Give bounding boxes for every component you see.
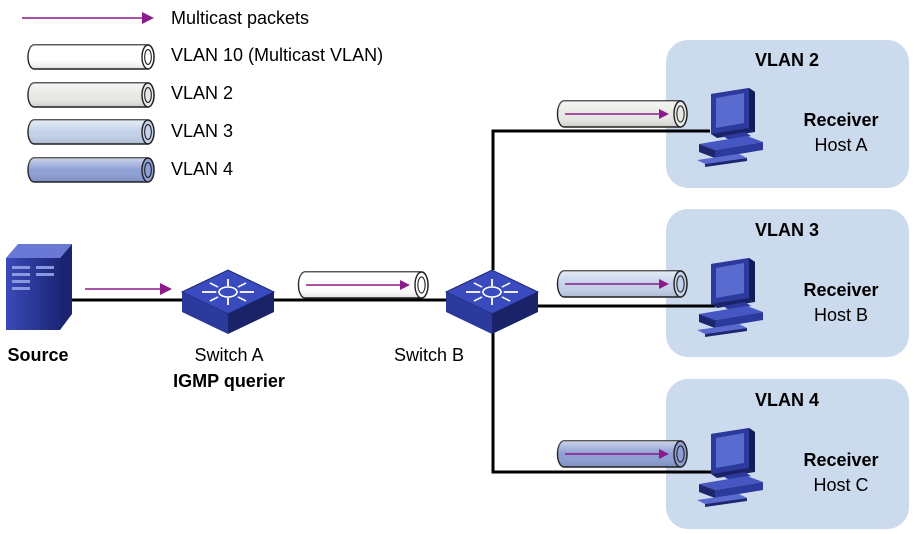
legend-label-vlan3: VLAN 3: [171, 121, 233, 141]
legend-pipe-vlan2-icon: [27, 82, 155, 108]
legend: Multicast packets VLAN 10 (Multicast VLA…: [22, 8, 383, 183]
legend-label-multicast: Multicast packets: [171, 8, 309, 28]
link-switch-b-host-a: [491, 129, 710, 270]
source-label: Source: [7, 345, 68, 365]
links: [70, 129, 715, 474]
legend-label-vlan2: VLAN 2: [171, 83, 233, 103]
legend-pipe-vlan10-icon: [27, 44, 155, 70]
legend-label-vlan10: VLAN 10 (Multicast VLAN): [171, 45, 383, 65]
switch-a-role-label: IGMP querier: [173, 371, 285, 391]
host-b-role: Receiver: [803, 280, 878, 300]
vlan2-title: VLAN 2: [755, 50, 819, 70]
host-c-label: Host C: [813, 475, 868, 495]
pipe-vlan10-icon: [297, 271, 429, 299]
server-icon: [6, 244, 72, 330]
host-b-computer-icon: [697, 258, 763, 337]
host-a-computer-icon: [697, 88, 763, 167]
host-b-label: Host B: [814, 305, 868, 325]
host-c-computer-icon: [697, 428, 763, 507]
switch-a-label: Switch A: [194, 345, 263, 365]
host-c-role: Receiver: [803, 450, 878, 470]
legend-label-vlan4: VLAN 4: [171, 159, 233, 179]
packet-arrow-source: [85, 283, 172, 295]
vlan3-title: VLAN 3: [755, 220, 819, 240]
host-a-label: Host A: [814, 135, 867, 155]
host-a-role: Receiver: [803, 110, 878, 130]
legend-pipe-vlan4-icon: [27, 157, 155, 183]
legend-pipe-vlan3-icon: [27, 119, 155, 145]
pipe-vlan4-icon: [556, 440, 688, 468]
switch-b-icon: [444, 269, 540, 334]
switch-a-icon: [180, 269, 276, 334]
vlan4-title: VLAN 4: [755, 390, 819, 410]
pipe-vlan2-icon: [556, 100, 688, 128]
legend-arrow-icon: [22, 12, 154, 24]
link-switch-b-host-c: [491, 330, 712, 474]
pipe-vlan3-icon: [556, 270, 688, 298]
switch-b-label: Switch B: [394, 345, 464, 365]
